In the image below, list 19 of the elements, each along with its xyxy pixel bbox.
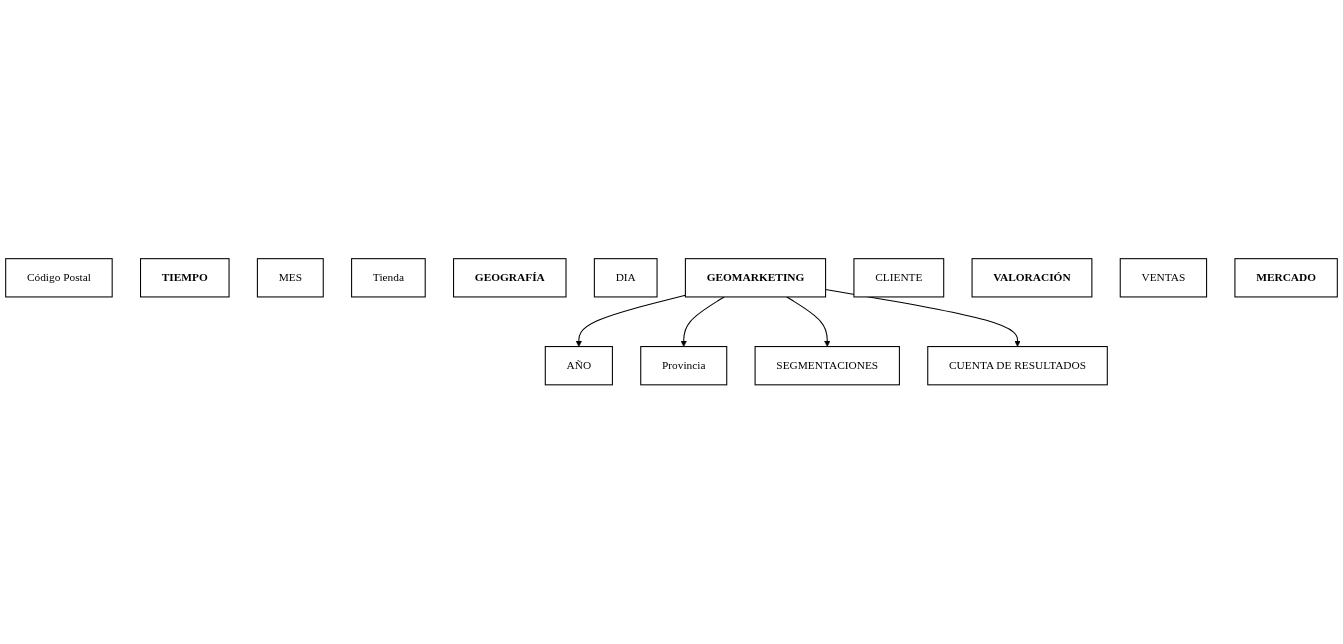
node-box: MERCADO (1234, 258, 1338, 298)
node-box: GEOGRAFÍA (453, 258, 567, 298)
node-box: Provincia (640, 346, 728, 386)
node-box: CUENTA DE RESULTADOS (927, 346, 1108, 386)
node-box: SEGMENTACIONES (754, 346, 900, 386)
arrow (680, 296, 725, 348)
node-box: TIEMPO (140, 258, 230, 298)
node-box: GEOMARKETING (684, 258, 827, 298)
node-box: DIA (593, 258, 658, 298)
node-box: Tienda (351, 258, 426, 298)
node-box: AÑO (544, 346, 613, 386)
node-box: MES (256, 258, 324, 298)
arrow (825, 289, 1021, 348)
node-box: VENTAS (1119, 258, 1208, 298)
node-box: VALORACIÓN (971, 258, 1093, 298)
arrow (786, 296, 831, 348)
node-box: Código Postal (5, 258, 113, 298)
node-box: CLIENTE (853, 258, 945, 298)
arrow (575, 294, 686, 348)
